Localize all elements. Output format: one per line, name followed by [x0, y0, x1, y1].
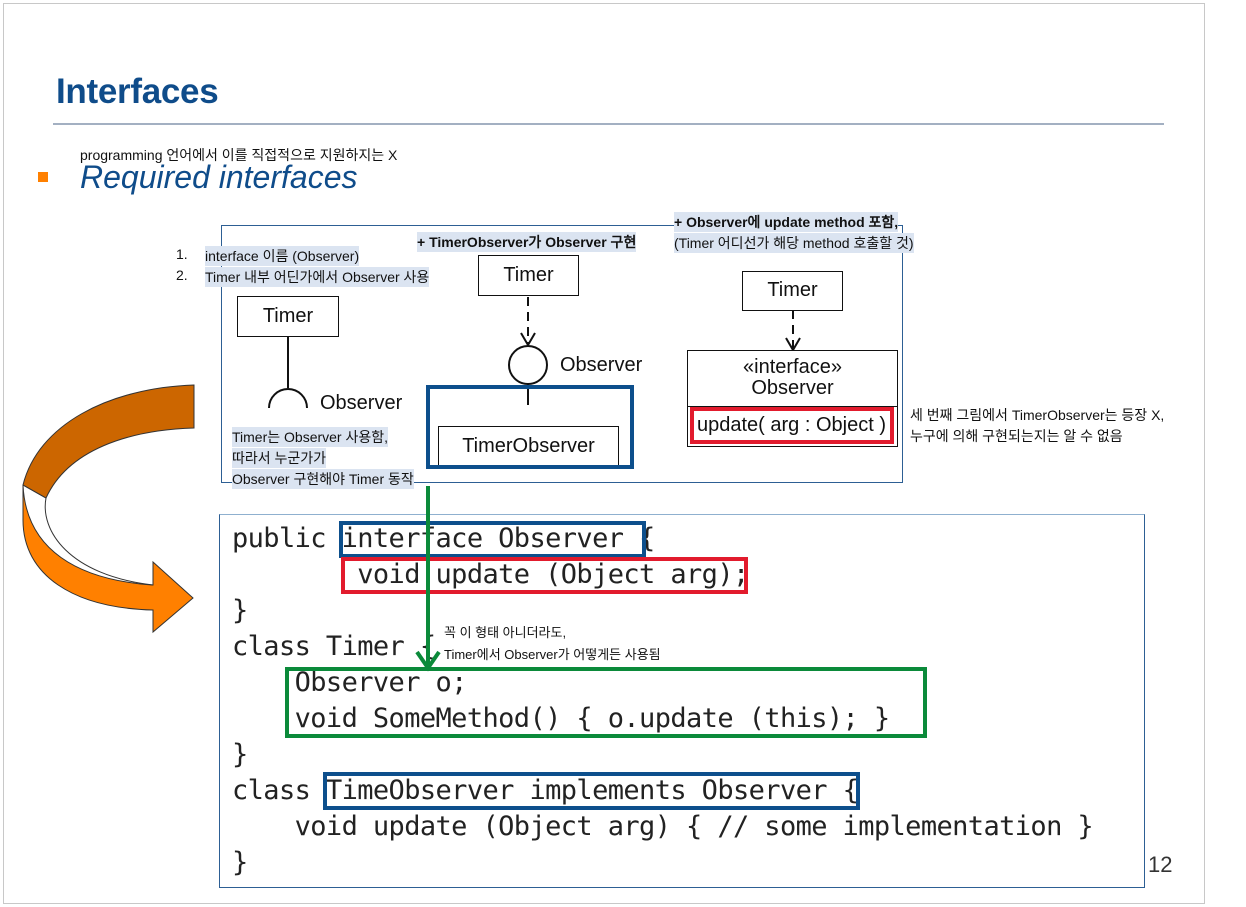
note-update-1: + Observer에 update method 포함, [674, 212, 899, 232]
code-block [219, 514, 1145, 888]
side-note-2: 누구에 의해 구현되는지는 알 수 없음 [910, 428, 1123, 444]
interface-operation: update( arg : Object ) [697, 414, 886, 436]
left-required-interface-socket [268, 336, 308, 409]
code-line-4: class Timer { [232, 631, 436, 662]
note-update-2: (Timer 어디선가 해당 method 호출할 것) [674, 233, 914, 253]
code-line-2: void update (Object arg); [357, 559, 749, 590]
highlight-timer-usage [285, 667, 927, 738]
note-language-support: programming 언어에서 이를 직접적으로 지원하지는 X [80, 147, 398, 163]
code-line-8: class TimeObserver implements Observer { [232, 775, 859, 806]
middle-timer-class: Timer [478, 255, 579, 296]
left-annotation-1: Timer는 Observer 사용함, [232, 427, 389, 447]
bullet-required-interfaces: Required interfaces [80, 159, 358, 195]
code-update-decl: void update (Object arg) [357, 559, 733, 590]
left-annotation-3: Observer 구현해야 Timer 동작 [232, 469, 414, 489]
note-num-1: 1. [176, 246, 188, 262]
left-observer-label: Observer [320, 392, 403, 414]
page-number: 12 [1148, 852, 1173, 877]
left-timer-class: Timer [237, 296, 339, 337]
note-1: interface 이름 (Observer) [205, 246, 360, 266]
left-annotation-2: 따라서 누군가가 [232, 448, 327, 468]
highlight-operation [690, 407, 894, 444]
note-num-2: 2. [176, 267, 188, 283]
side-note-1: 세 번째 그림에서 TimerObserver는 등장 X, [910, 407, 1165, 423]
code-line-3: } [232, 595, 248, 626]
note-implements: + TimerObserver가 Observer 구현 [417, 232, 637, 252]
interface-name: Observer [751, 377, 834, 399]
note-2: Timer 내부 어딘가에서 Observer 사용 [205, 267, 430, 287]
bullet-icon [38, 172, 48, 182]
highlight-implements-decl [323, 772, 860, 810]
title-divider [53, 123, 1164, 125]
slide-title: Interfaces [56, 72, 219, 111]
middle-timerobserver-class: TimerObserver [438, 426, 619, 466]
highlight-interface-decl [339, 521, 646, 558]
diagram-frame [221, 225, 903, 483]
code-line-5: Observer o; [232, 667, 468, 698]
code-line-1: public interface Observer { [232, 523, 655, 554]
middle-observer-label: Observer [560, 354, 643, 376]
highlight-implementer [426, 385, 634, 469]
right-interface-class: «interface» Observer [687, 350, 898, 447]
code-line-6: void SomeMethod() { o.update (this); } [232, 703, 891, 734]
interface-stereotype: «interface» [743, 356, 842, 378]
highlight-update-decl [341, 557, 748, 594]
curved-arrow-icon [22, 384, 195, 634]
code-line-10: } [232, 847, 248, 878]
code-implements-decl: TimeObserver implements Observer [325, 775, 828, 806]
code-line-9: void update (Object arg) { // some imple… [232, 811, 1094, 842]
right-timer-class: Timer [742, 271, 843, 311]
code-annotation-1: 꼭 이 형태 아니더라도, [444, 625, 567, 640]
code-interface-decl: interface Observer [341, 523, 624, 554]
code-line-7: } [232, 739, 248, 770]
green-arrow-icon [415, 486, 441, 672]
right-dependency-arrow [785, 310, 801, 352]
code-annotation-2: Timer에서 Observer가 어떻게든 사용됨 [444, 647, 661, 662]
